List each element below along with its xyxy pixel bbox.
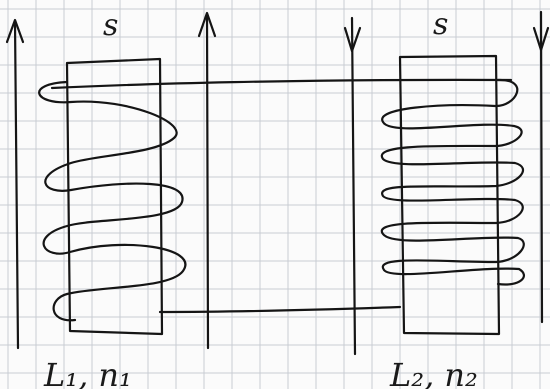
left-coil-windings: [38, 80, 187, 322]
left-coil-label: L₁, n₁: [43, 356, 132, 389]
field-arrow-up-middle: [197, 11, 217, 350]
right-area-label: s: [433, 7, 448, 42]
top-connecting-wire: [50, 78, 513, 90]
left-core: [65, 57, 164, 336]
right-coil-label: L₂, n₂: [389, 356, 478, 389]
left-area-label: s: [103, 8, 118, 43]
field-arrow-down-right: [532, 10, 550, 324]
bottom-connecting-wire: [158, 305, 402, 314]
field-arrow-down-middle-right: [343, 16, 362, 356]
field-arrow-up-left: [5, 18, 25, 350]
right-coil-windings: [380, 78, 525, 286]
